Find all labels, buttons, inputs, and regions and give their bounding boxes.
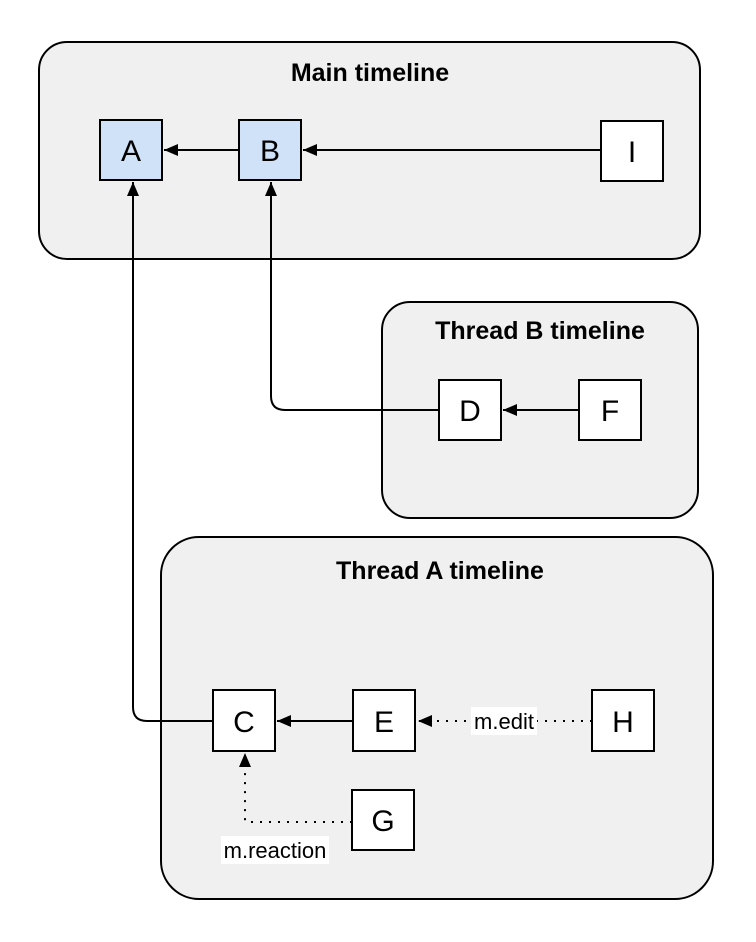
node-b: B — [238, 119, 302, 181]
node-h: H — [591, 689, 655, 752]
node-d-label: D — [459, 395, 481, 428]
edge-label-bg-m-edit — [471, 707, 537, 735]
node-e: E — [352, 689, 416, 752]
node-h-box — [591, 689, 655, 752]
edge-label-m-reaction: m.reaction — [224, 838, 327, 863]
node-e-label: E — [374, 706, 394, 739]
node-c-label: C — [233, 706, 255, 739]
node-h-label: H — [612, 706, 634, 739]
node-g-label: G — [371, 805, 394, 838]
node-c: C — [212, 689, 276, 752]
edge-c-to-a — [127, 182, 213, 722]
node-a-label: A — [121, 135, 141, 168]
node-i-box — [600, 120, 664, 182]
group-title-main-timeline: Main timeline — [291, 59, 449, 87]
edge-label-m-edit: m.edit — [474, 709, 534, 734]
node-d-box — [438, 379, 502, 441]
edge-label-bg-m-reaction — [221, 836, 329, 864]
node-d: D — [438, 379, 502, 441]
node-i-label: I — [628, 136, 636, 169]
group-box-thread-a-timeline — [160, 536, 714, 900]
group-title-thread-b-timeline: Thread B timeline — [435, 317, 645, 345]
node-a-box — [99, 119, 163, 181]
node-b-box — [238, 119, 302, 181]
node-c-box — [212, 689, 276, 752]
node-f: F — [578, 379, 642, 441]
group-title-thread-a-timeline: Thread A timeline — [336, 557, 544, 585]
node-a: A — [99, 119, 163, 181]
node-f-box — [578, 379, 642, 441]
node-g: G — [351, 789, 415, 851]
node-f-label: F — [601, 395, 619, 428]
node-i: I — [600, 120, 664, 182]
node-g-box — [351, 789, 415, 851]
node-e-box — [352, 689, 416, 752]
node-b-label: B — [260, 135, 280, 168]
edge-d-to-b — [265, 182, 439, 411]
